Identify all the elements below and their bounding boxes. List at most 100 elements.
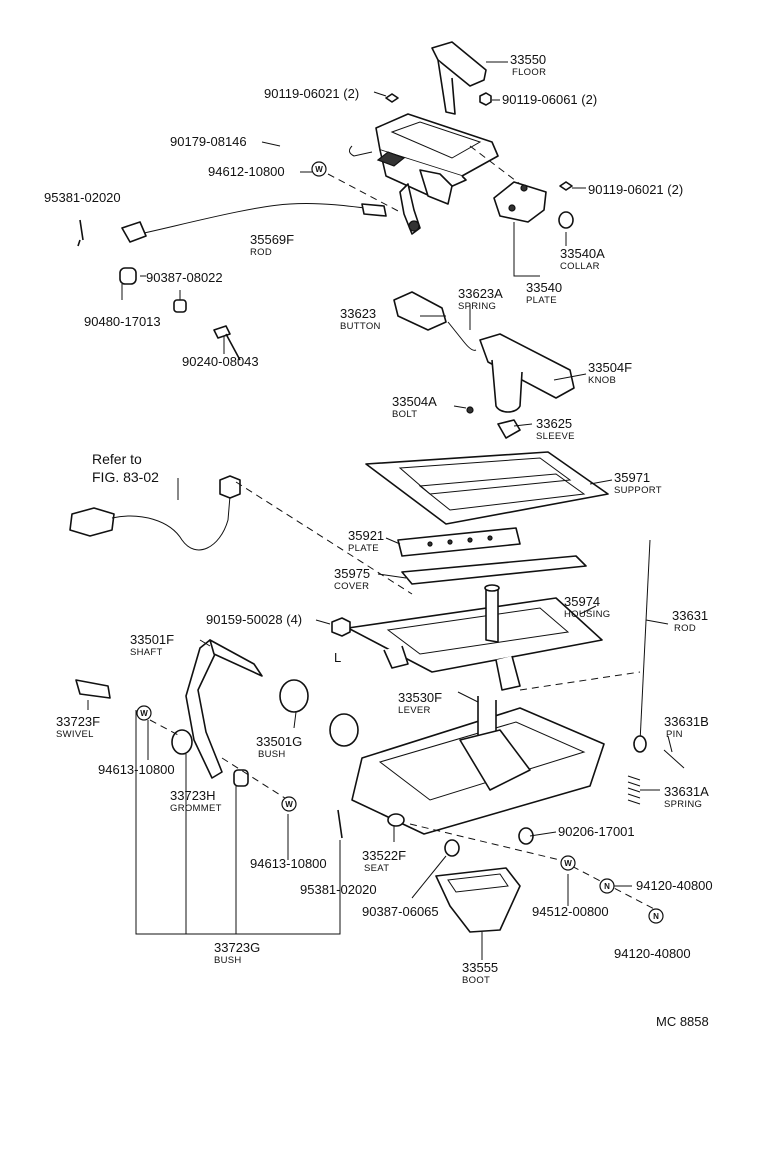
svg-text:95381-02020: 95381-02020 [300, 882, 377, 897]
svg-text:BUTTON: BUTTON [340, 321, 381, 332]
svg-text:SUPPORT: SUPPORT [614, 485, 662, 496]
svg-text:94512-00800: 94512-00800 [532, 904, 609, 919]
svg-text:33540: 33540 [526, 280, 562, 295]
svg-text:35974: 35974 [564, 594, 600, 609]
svg-text:W: W [315, 165, 323, 174]
svg-text:33550: 33550 [510, 52, 546, 67]
svg-text:90159-50028 (4): 90159-50028 (4) [206, 612, 302, 627]
callout-94613-10800-a: 94613-10800 [98, 762, 175, 777]
svg-text:SHAFT: SHAFT [130, 647, 163, 658]
diagram-code: MC 8858 [656, 1014, 709, 1029]
boot-33555-drawing [435, 867, 521, 933]
callout-94120-40800-b: 94120-40800 [614, 946, 691, 961]
svg-text:PLATE: PLATE [348, 543, 379, 554]
svg-text:HOUSING: HOUSING [564, 609, 610, 620]
svg-text:W: W [285, 800, 293, 809]
svg-text:94613-10800: 94613-10800 [98, 762, 175, 777]
svg-text:BUSH: BUSH [258, 749, 286, 760]
housing-35974-drawing [331, 584, 603, 691]
svg-text:33522F: 33522F [362, 848, 406, 863]
svg-text:35971: 35971 [614, 470, 650, 485]
svg-text:33631B: 33631B [664, 714, 709, 729]
lever-mark-L: L [334, 650, 341, 665]
svg-text:33530F: 33530F [398, 690, 442, 705]
svg-text:N: N [604, 882, 610, 891]
callout-90240-08043: 90240-08043 [182, 354, 259, 369]
callout-95381-02020-a: 95381-02020 [44, 190, 121, 205]
svg-text:BOLT: BOLT [392, 409, 417, 420]
svg-text:PLATE: PLATE [526, 295, 557, 306]
svg-text:PIN: PIN [666, 729, 683, 740]
shaft-assembly-drawing [75, 639, 359, 839]
svg-text:90240-08043: 90240-08043 [182, 354, 259, 369]
lever-base-drawing [351, 696, 605, 857]
callout-90387-08022: 90387-08022 [146, 270, 223, 285]
washer-symbol: W [281, 796, 297, 812]
floor-shift-assembly-drawing [348, 41, 499, 235]
svg-text:ROD: ROD [250, 247, 272, 258]
svg-text:90119-06021 (2): 90119-06021 (2) [588, 182, 683, 197]
svg-text:33501G: 33501G [256, 734, 302, 749]
reference-line-1[interactable]: Refer to [92, 451, 142, 467]
svg-text:N: N [653, 912, 659, 921]
callout-94120-40800-a: 94120-40800 [636, 878, 713, 893]
nut-symbol: N [648, 908, 664, 924]
svg-text:90387-08022: 90387-08022 [146, 270, 223, 285]
rod-35569F-drawing [77, 202, 387, 361]
svg-text:33623: 33623 [340, 306, 376, 321]
callout-90119-06061: 90119-06061 (2) [502, 92, 597, 107]
nut-symbol: N [599, 878, 615, 894]
svg-text:90387-06065: 90387-06065 [362, 904, 439, 919]
washer-symbol: W [311, 161, 327, 177]
svg-text:33555: 33555 [462, 960, 498, 975]
svg-text:33723F: 33723F [56, 714, 100, 729]
svg-text:33501F: 33501F [130, 632, 174, 647]
svg-text:35975: 35975 [334, 566, 370, 581]
svg-text:33504F: 33504F [588, 360, 632, 375]
callout-90159-50028: 90159-50028 (4) [206, 612, 302, 627]
leader-lines [87, 61, 673, 960]
svg-text:COLLAR: COLLAR [560, 261, 600, 272]
svg-text:33631: 33631 [672, 608, 708, 623]
svg-text:33631A: 33631A [664, 784, 709, 799]
svg-text:90206-17001: 90206-17001 [558, 824, 635, 839]
svg-text:SWIVEL: SWIVEL [56, 729, 94, 740]
svg-text:SPRING: SPRING [458, 301, 496, 312]
support-35971-drawing [365, 451, 609, 525]
svg-text:33723G: 33723G [214, 940, 260, 955]
svg-text:33504A: 33504A [392, 394, 437, 409]
svg-text:KNOB: KNOB [588, 375, 616, 386]
svg-text:SPRING: SPRING [664, 799, 702, 810]
svg-text:35569F: 35569F [250, 232, 294, 247]
svg-text:90179-08146: 90179-08146 [170, 134, 247, 149]
wiring-harness-drawing [69, 475, 241, 551]
knob-assembly-drawing [393, 291, 575, 439]
reference-line-2[interactable]: FIG. 83-02 [92, 469, 159, 485]
callout-94612-10800: 94612-10800 [208, 164, 285, 179]
svg-text:90119-06061 (2): 90119-06061 (2) [502, 92, 597, 107]
washer-symbol: W [560, 855, 576, 871]
svg-text:FLOOR: FLOOR [512, 67, 546, 78]
svg-text:94612-10800: 94612-10800 [208, 164, 285, 179]
callout-90179-08146: 90179-08146 [170, 134, 247, 149]
callout-95381-02020-b: 95381-02020 [300, 882, 377, 897]
callout-94613-10800-b: 94613-10800 [250, 856, 327, 871]
svg-text:94613-10800: 94613-10800 [250, 856, 327, 871]
